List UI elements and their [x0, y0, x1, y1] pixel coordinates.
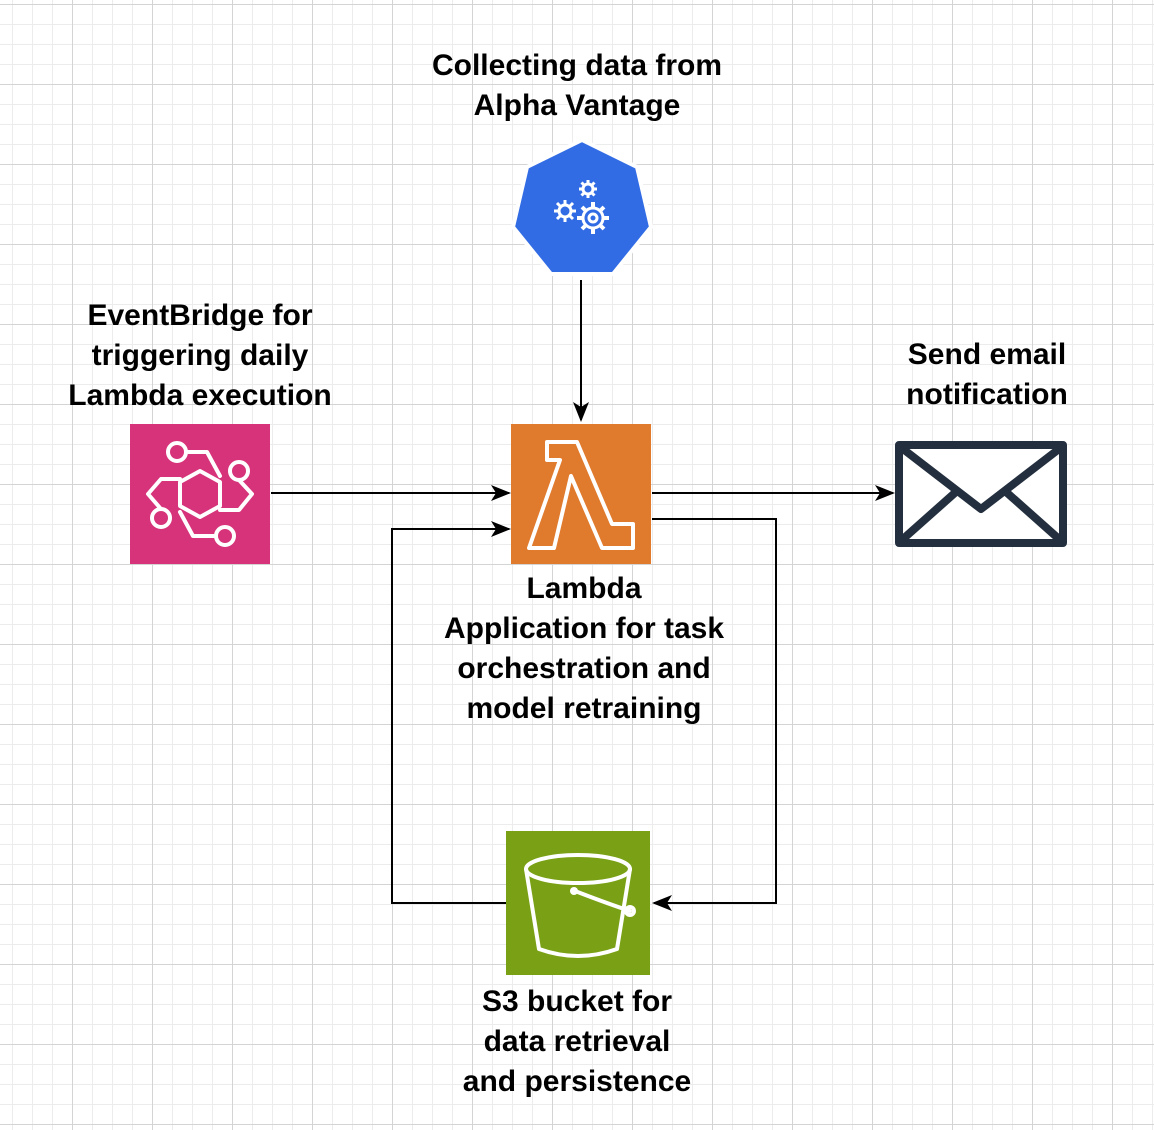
s3-label: S3 bucket for data retrieval and persist… — [377, 982, 777, 1102]
s3-label-line-3: and persistence — [462, 1065, 692, 1098]
eventbridge-label-line-3: Lambda execution — [68, 379, 332, 412]
kubernetes-gears-icon[interactable] — [509, 137, 655, 277]
email-label: Send email notification — [787, 335, 1154, 415]
email-label-line-2: notification — [906, 378, 1068, 411]
alpha-vantage-label: Collecting data from Alpha Vantage — [377, 46, 777, 126]
lambda-label-line-2: Application for task — [443, 612, 725, 645]
eventbridge-icon[interactable] — [130, 424, 270, 564]
eventbridge-label-line-2: triggering daily — [91, 339, 309, 372]
edge-lambda-to-s3 — [652, 518, 777, 911]
envelope-icon[interactable] — [895, 441, 1067, 547]
s3-label-line-2: data retrieval — [483, 1025, 671, 1058]
email-label-line-1: Send email — [907, 338, 1067, 371]
eventbridge-label-line-1: EventBridge for — [87, 299, 313, 332]
lambda-label: Lambda Application for task orchestratio… — [384, 569, 784, 729]
edge-s3-to-lambda — [391, 521, 511, 904]
lambda-label-line-4: model retraining — [466, 692, 702, 725]
lambda-icon[interactable] — [511, 424, 651, 564]
lambda-label-line-3: orchestration and — [457, 652, 711, 685]
s3-label-line-1: S3 bucket for — [481, 985, 673, 1018]
s3-bucket-icon[interactable] — [506, 831, 650, 975]
lambda-label-line-1: Lambda — [526, 572, 642, 605]
eventbridge-label: EventBridge for triggering daily Lambda … — [0, 296, 400, 416]
alpha-vantage-label-line-1: Collecting data from — [431, 49, 723, 82]
alpha-vantage-label-line-2: Alpha Vantage — [473, 89, 681, 122]
